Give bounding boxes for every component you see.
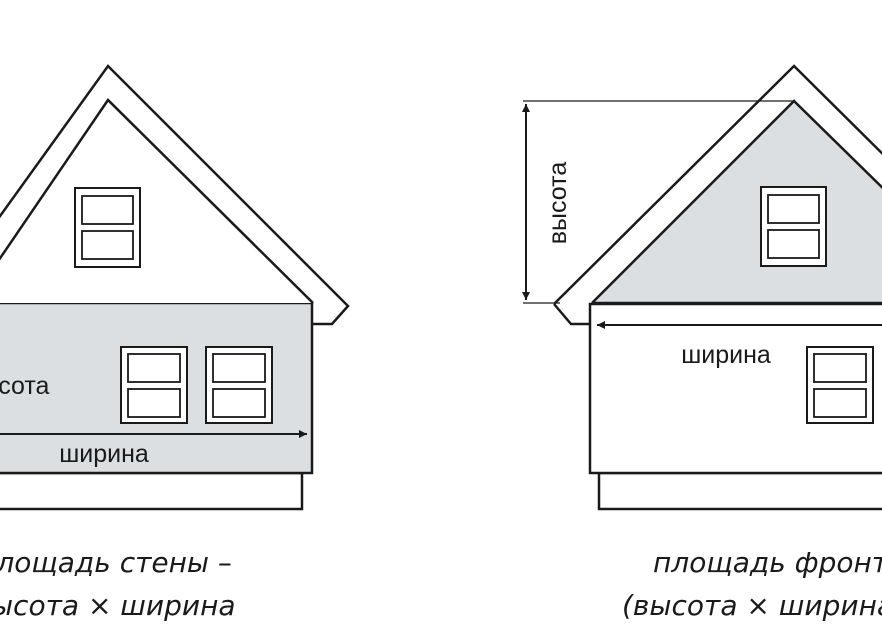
right-caption-line1: площадь фронтона – bbox=[653, 546, 882, 579]
right-wall-window bbox=[806, 346, 874, 424]
left-wall-window-2 bbox=[205, 346, 273, 424]
left-roof bbox=[0, 64, 350, 326]
right-caption-line2: (высота × ширина) : 2 bbox=[622, 589, 882, 622]
right-foundation bbox=[597, 471, 882, 511]
right-attic-window bbox=[760, 186, 827, 267]
right-house: высота ширина площадь фронтона – (высота… bbox=[522, 64, 882, 622]
right-gable-shaded bbox=[592, 101, 882, 303]
right-height-label: высота bbox=[544, 162, 572, 245]
left-height-label: высота bbox=[0, 372, 50, 400]
left-attic-window bbox=[74, 187, 141, 268]
left-caption-line1: площадь стены – bbox=[0, 546, 232, 579]
left-wall-window-1 bbox=[120, 346, 188, 424]
left-foundation bbox=[0, 471, 304, 511]
left-caption-line2: высота × ширина bbox=[0, 589, 236, 622]
right-width-label: ширина bbox=[681, 341, 771, 369]
left-house: высота ширина площадь стены – высота × ш… bbox=[0, 64, 350, 622]
left-width-label: ширина bbox=[59, 440, 149, 468]
left-gable bbox=[0, 100, 313, 303]
